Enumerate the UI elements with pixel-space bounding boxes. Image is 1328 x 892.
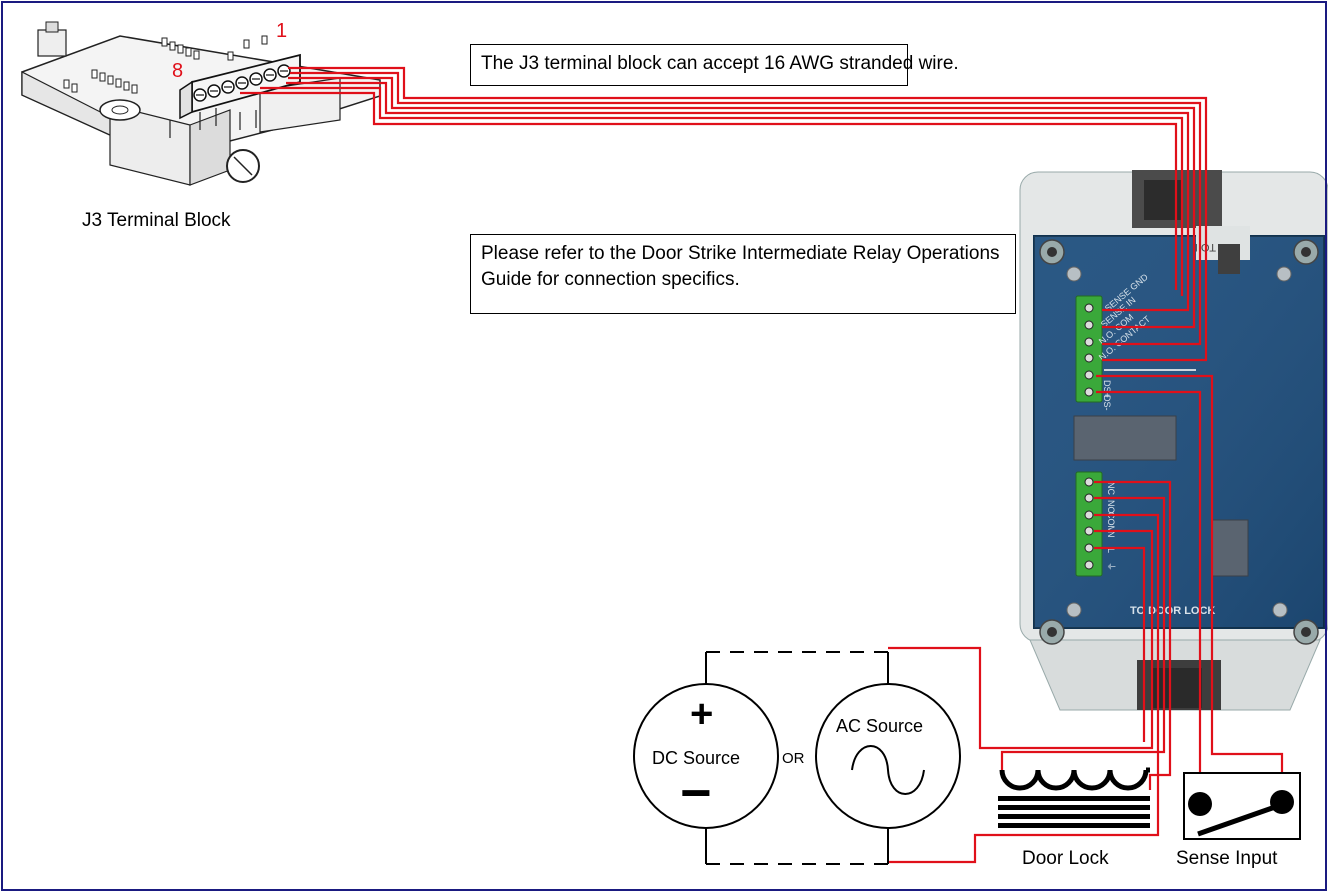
door-lock-core (998, 796, 1150, 828)
dc-source-label: DC Source (652, 748, 741, 768)
or-label: OR (782, 750, 805, 767)
sources-frame (706, 651, 888, 865)
sense-input-label: Sense Input (1176, 848, 1278, 869)
board-label-no: NO (1106, 500, 1116, 514)
board-label-l: L (1106, 548, 1116, 553)
pin-1-label: 1 (276, 20, 288, 42)
refer-guide-callout: Please refer to the Door Strike Intermed… (470, 234, 1016, 314)
relay-enclosure (1019, 170, 1328, 711)
lock-wires (888, 480, 1172, 864)
j3-terminal-block-label: J3 Terminal Block (82, 210, 231, 231)
wire-gauge-callout: The J3 terminal block can accept 16 AWG … (470, 44, 959, 86)
board-label-ds-plus: DS+ (1102, 380, 1112, 398)
ac-sine-icon (851, 745, 925, 795)
ac-source-circle (815, 683, 961, 829)
board-label-ground: ⏚ (1106, 562, 1116, 571)
dc-minus-label: − (680, 763, 712, 823)
terminal-block-icon (21, 21, 381, 186)
pin-8-label: 8 (172, 60, 184, 82)
dc-source-circle (633, 683, 779, 829)
board-label-nc: NC (1106, 482, 1116, 495)
switch-icon (1183, 772, 1301, 840)
sense-wires (1096, 374, 1284, 790)
board-caption-to-door-lock: TO DOOR LOCK (1130, 605, 1215, 617)
dc-plus-label: + (690, 692, 714, 736)
door-lock-label: Door Lock (1022, 848, 1109, 869)
ac-source-label: AC Source (836, 716, 924, 736)
j3-wires (240, 66, 1208, 362)
board-label-ds-minus: DS- (1102, 395, 1112, 411)
board-label-com: COM (1106, 512, 1116, 533)
coil-icon (999, 767, 1150, 791)
board-label-n: N (1106, 531, 1116, 538)
